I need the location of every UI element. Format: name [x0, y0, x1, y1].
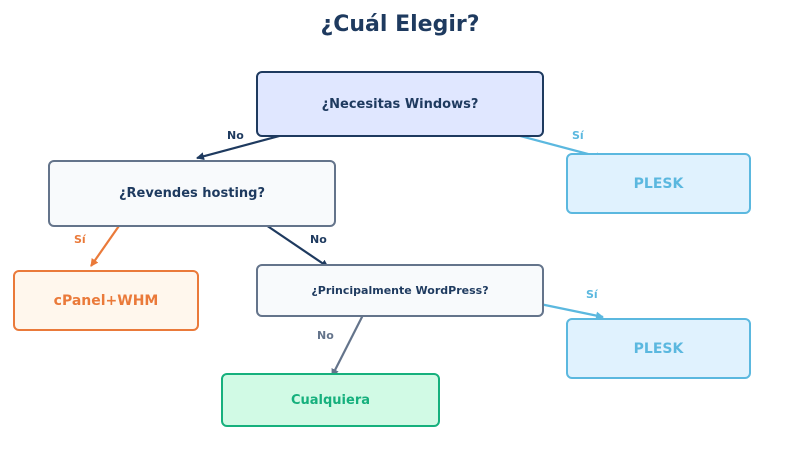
node-cpanel-label: cPanel+WHM: [53, 292, 159, 309]
node-windows-question-label: ¿Necesitas Windows?: [321, 96, 479, 112]
edge-label-wordpress-yes: Sí: [586, 288, 598, 301]
node-wordpress-question: ¿Principalmente WordPress?: [256, 264, 544, 317]
node-plesk-bottom-label: PLESK: [633, 340, 684, 357]
edge-resell-yes: [90, 222, 122, 267]
node-resell-question: ¿Revendes hosting?: [48, 160, 336, 227]
node-plesk-top-label: PLESK: [633, 175, 684, 192]
edge-label-resell-yes: Sí: [74, 233, 86, 246]
node-resell-question-label: ¿Revendes hosting?: [119, 186, 265, 201]
edge-wordpress-no: [331, 312, 365, 377]
edge-label-wordpress-no: No: [317, 329, 334, 342]
node-any: Cualquiera: [221, 373, 440, 427]
node-plesk-bottom: PLESK: [566, 318, 751, 379]
edge-wordpress-yes: [539, 302, 604, 320]
edge-resell-no: [262, 222, 329, 268]
node-wordpress-question-label: ¿Principalmente WordPress?: [311, 284, 489, 297]
node-windows-question: ¿Necesitas Windows?: [256, 71, 544, 137]
edge-label-windows-no: No: [227, 129, 244, 142]
node-any-label: Cualquiera: [290, 392, 371, 408]
node-plesk-top: PLESK: [566, 153, 751, 214]
edge-label-windows-yes: Sí: [572, 129, 584, 142]
node-cpanel: cPanel+WHM: [13, 270, 199, 331]
edge-label-resell-no: No: [310, 233, 327, 246]
diagram-title: ¿Cuál Elegir?: [320, 12, 480, 37]
